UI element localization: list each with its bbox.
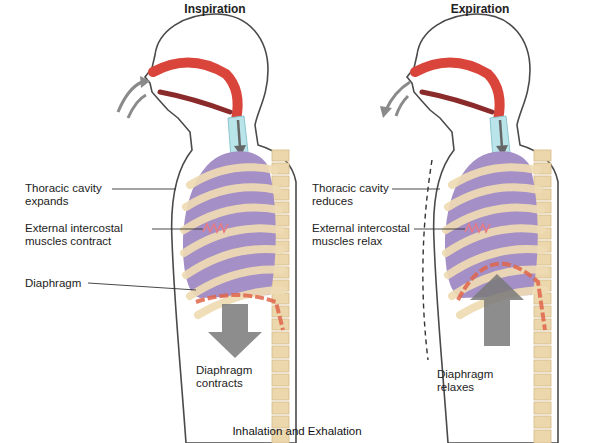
part-label: Diaphragm bbox=[25, 277, 115, 290]
air-out-arrow bbox=[396, 96, 408, 116]
action-label: Diaphragm contracts bbox=[196, 364, 266, 390]
leader-lines bbox=[88, 189, 465, 290]
air-in-head bbox=[140, 76, 150, 88]
air-in-arrow bbox=[118, 82, 142, 112]
up-arrow bbox=[470, 274, 524, 346]
action-label: Diaphragm relaxes bbox=[437, 368, 507, 394]
former-chest-outline bbox=[423, 160, 432, 360]
part-label: Thoracic cavity expands bbox=[25, 182, 125, 208]
panel-heading: Inspiration bbox=[165, 3, 265, 16]
inspiration-figure bbox=[145, 14, 296, 443]
air-out-head bbox=[380, 106, 392, 118]
part-label: Thoracic cavity reduces bbox=[312, 182, 412, 208]
air-in-arrow bbox=[128, 95, 146, 118]
part-label: External intercostal muscles relax bbox=[312, 222, 437, 248]
down-arrow bbox=[208, 304, 262, 358]
part-label: External intercostal muscles contract bbox=[25, 222, 150, 248]
panel-heading: Expiration bbox=[430, 3, 530, 16]
figure-caption: Inhalation and Exhalation bbox=[0, 425, 594, 438]
expiration-figure bbox=[407, 14, 558, 443]
